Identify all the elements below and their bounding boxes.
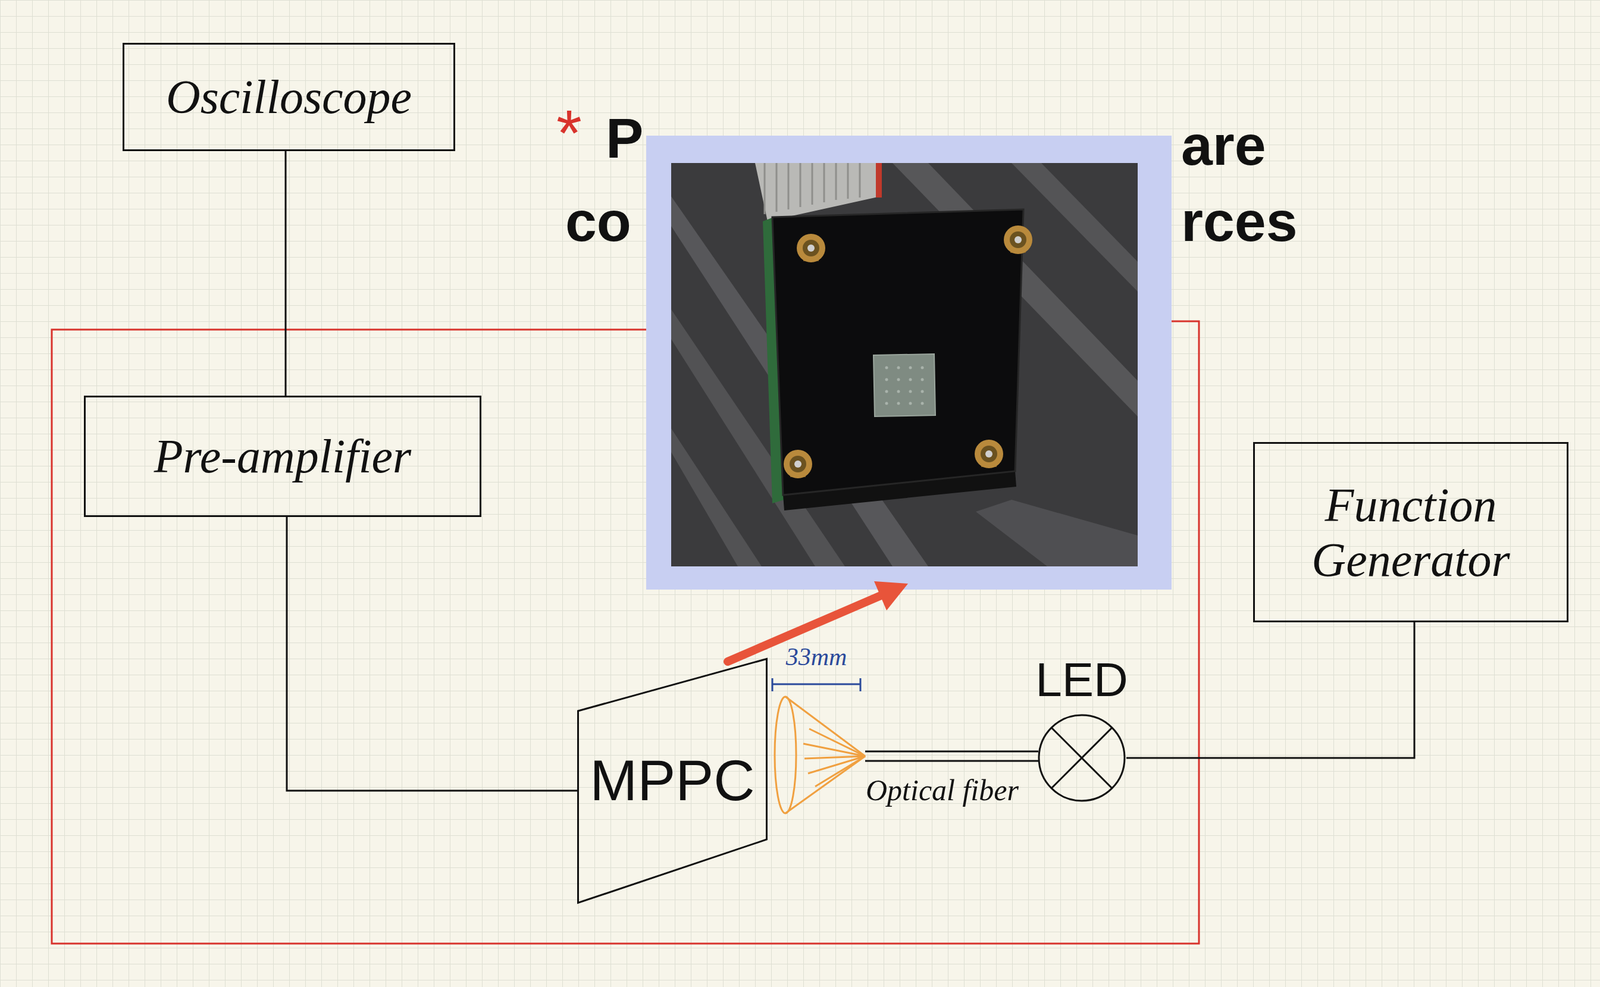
optical-fiber (865, 750, 1039, 753)
fabric-fold (671, 428, 762, 567)
box-label: MPPC (589, 747, 755, 814)
wire (286, 517, 578, 791)
mppc-detector: MPPC (577, 658, 768, 904)
instrument-box: Oscilloscope (122, 42, 456, 152)
symbol-label: LED (1035, 652, 1129, 708)
instrument-box: Pre-amplifier (83, 395, 482, 518)
mppc-outline (578, 659, 767, 904)
box-label: Function Generator (1272, 477, 1549, 588)
note-fragment: are (1181, 113, 1267, 178)
sensor-board (772, 209, 1024, 496)
brass-standoff (1003, 225, 1033, 255)
brass-standoff (783, 449, 813, 479)
sensor-pixels (885, 366, 925, 406)
pointer-arrowhead (874, 581, 908, 611)
lamp-circle (1038, 715, 1125, 801)
instrument-box: Function Generator (1253, 442, 1569, 623)
ribbon-stripes (764, 163, 860, 215)
lamp-cross (1051, 727, 1113, 789)
photo-frame (646, 135, 1172, 590)
brass-standoff (974, 439, 1004, 469)
ribbon-cable (755, 163, 881, 222)
fabric (671, 163, 1138, 567)
led-symbol: LED (1037, 713, 1127, 803)
fabric-fold (975, 499, 1138, 567)
wire (285, 151, 287, 396)
mppc-sensor (873, 354, 936, 417)
part-label: Optical fiber (865, 773, 1019, 809)
box-label: Oscilloscope (166, 69, 412, 125)
fabric-fold (1011, 163, 1138, 292)
note-fragment: rces (1181, 189, 1298, 255)
photo (671, 163, 1138, 567)
box-label: Pre-amplifier (154, 429, 412, 484)
dimension-bar (772, 678, 861, 692)
ribbon-red-wire (875, 163, 882, 198)
dimension-label: 33mm (786, 642, 848, 672)
brass-standoff (796, 233, 826, 263)
note-fragment: co (565, 189, 632, 255)
asterisk-mark: * (556, 95, 582, 171)
light-cone (774, 696, 866, 814)
note-fragment: P (605, 105, 644, 171)
lamp-symbol (1037, 713, 1127, 803)
wire (1126, 622, 1415, 759)
optical-fiber (865, 760, 1039, 763)
